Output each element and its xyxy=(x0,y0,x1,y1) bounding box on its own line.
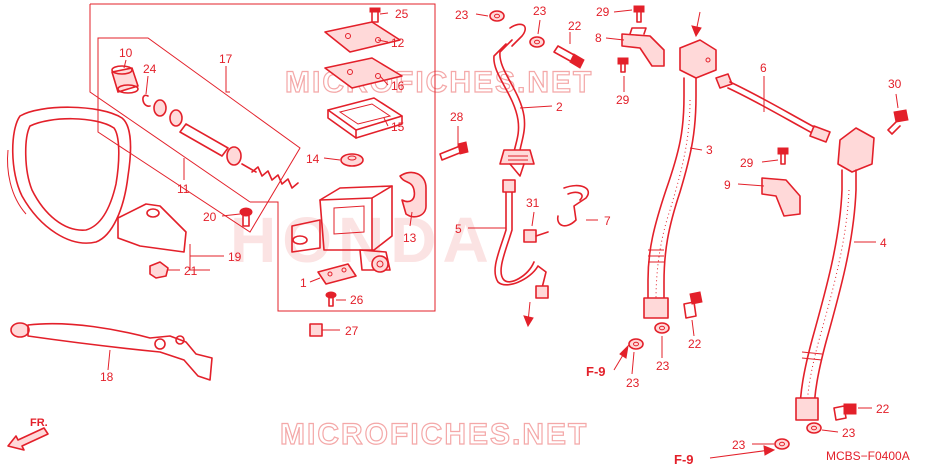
nut-21 xyxy=(149,261,169,279)
front-direction-arrow: FR. xyxy=(7,417,49,451)
master-cylinder-frame xyxy=(89,3,436,312)
front-label: FR. xyxy=(30,417,48,429)
snap-ring-24 xyxy=(142,94,151,107)
diaphragm-15 xyxy=(327,97,403,139)
hose-2 xyxy=(493,23,535,177)
piston-seals xyxy=(153,99,183,127)
callout-4: 4 xyxy=(880,236,887,250)
callout-15: 15 xyxy=(391,120,405,134)
callout-20: 20 xyxy=(203,210,217,224)
callout-10: 10 xyxy=(119,46,133,60)
callout-18: 18 xyxy=(100,370,114,384)
washers-23-top xyxy=(489,10,545,48)
callout-26: 26 xyxy=(350,293,364,307)
boot-10 xyxy=(111,65,139,94)
callout-8: 8 xyxy=(595,31,602,45)
callout-23-d: 23 xyxy=(656,359,670,373)
callout-19: 19 xyxy=(228,250,242,264)
float-14 xyxy=(340,153,364,167)
callout-29-a: 29 xyxy=(596,5,610,19)
pipe-5 xyxy=(494,179,549,299)
continuation-arrows xyxy=(523,11,776,459)
callout-labels: 25 12 16 15 17 10 24 11 14 20 13 19 21 1… xyxy=(100,4,902,452)
callout-7: 7 xyxy=(604,214,611,228)
callout-14: 14 xyxy=(306,152,320,166)
watermark-bottom: MICROFICHES.NET xyxy=(280,418,588,451)
washers-23-mid xyxy=(628,322,670,350)
callout-24: 24 xyxy=(143,62,157,76)
screw-26 xyxy=(325,291,337,307)
page-ref-f9-bottom: F-9 xyxy=(674,452,694,466)
callout-28: 28 xyxy=(450,110,464,124)
callout-11: 11 xyxy=(177,182,190,196)
callout-21: 21 xyxy=(184,264,198,278)
callout-13: 13 xyxy=(403,231,417,245)
callout-2: 2 xyxy=(556,100,563,114)
callout-3: 3 xyxy=(706,143,713,157)
hose-4 xyxy=(795,127,875,421)
callout-31: 31 xyxy=(526,196,540,210)
washers-23-bottom xyxy=(774,422,822,450)
bolt-31 xyxy=(523,229,549,243)
screw-25 xyxy=(369,7,381,23)
callout-16: 16 xyxy=(391,79,405,93)
hose-6 xyxy=(715,73,831,143)
bolt-28 xyxy=(439,141,469,161)
cap-12 xyxy=(324,21,401,53)
leader-lines xyxy=(107,9,899,445)
callout-22-c: 22 xyxy=(876,402,890,416)
callout-17: 17 xyxy=(219,52,233,66)
callout-23-b: 23 xyxy=(533,4,547,18)
clamp-7 xyxy=(556,184,589,227)
callout-27: 27 xyxy=(345,324,359,338)
master-cylinder xyxy=(291,185,393,273)
bolt-29-top xyxy=(617,5,645,73)
brake-lever xyxy=(10,322,213,381)
callout-29-c: 29 xyxy=(740,156,754,170)
bracket-9 xyxy=(761,147,801,217)
callout-23-e: 23 xyxy=(732,438,746,452)
bolt-30 xyxy=(887,109,909,135)
bolt-22-mid xyxy=(683,291,703,319)
plate-16 xyxy=(324,57,403,89)
callout-9: 9 xyxy=(724,178,731,192)
callout-6: 6 xyxy=(760,61,767,75)
callout-30: 30 xyxy=(888,77,902,91)
return-spring xyxy=(251,166,299,189)
piston-kit-frame xyxy=(97,37,301,233)
bolt-22-bottom xyxy=(833,403,857,421)
callout-23-c: 23 xyxy=(626,376,640,390)
callout-23-a: 23 xyxy=(455,8,469,22)
page-ref-f9-middle: F-9 xyxy=(586,364,606,379)
callout-5: 5 xyxy=(455,222,462,236)
callout-23-f: 23 xyxy=(842,426,856,440)
bolt-22-top xyxy=(553,45,585,69)
callout-29-b: 29 xyxy=(616,93,630,107)
callout-22-a: 22 xyxy=(568,19,582,33)
hose-3 xyxy=(643,39,717,319)
cap-27 xyxy=(309,323,323,337)
bracket-8 xyxy=(621,27,665,67)
bolt-20 xyxy=(239,207,253,227)
piston-rod xyxy=(179,123,257,173)
holder-13 xyxy=(399,171,427,218)
knuckle-guard xyxy=(7,106,187,253)
callout-22-b: 22 xyxy=(688,337,702,351)
brand-watermark: HONDA xyxy=(230,204,495,276)
callout-12: 12 xyxy=(391,36,405,50)
drawing-code: MCBS−F0400A xyxy=(826,449,910,463)
callout-25: 25 xyxy=(395,7,409,21)
callout-1: 1 xyxy=(300,276,307,290)
switch-1 xyxy=(317,263,357,285)
